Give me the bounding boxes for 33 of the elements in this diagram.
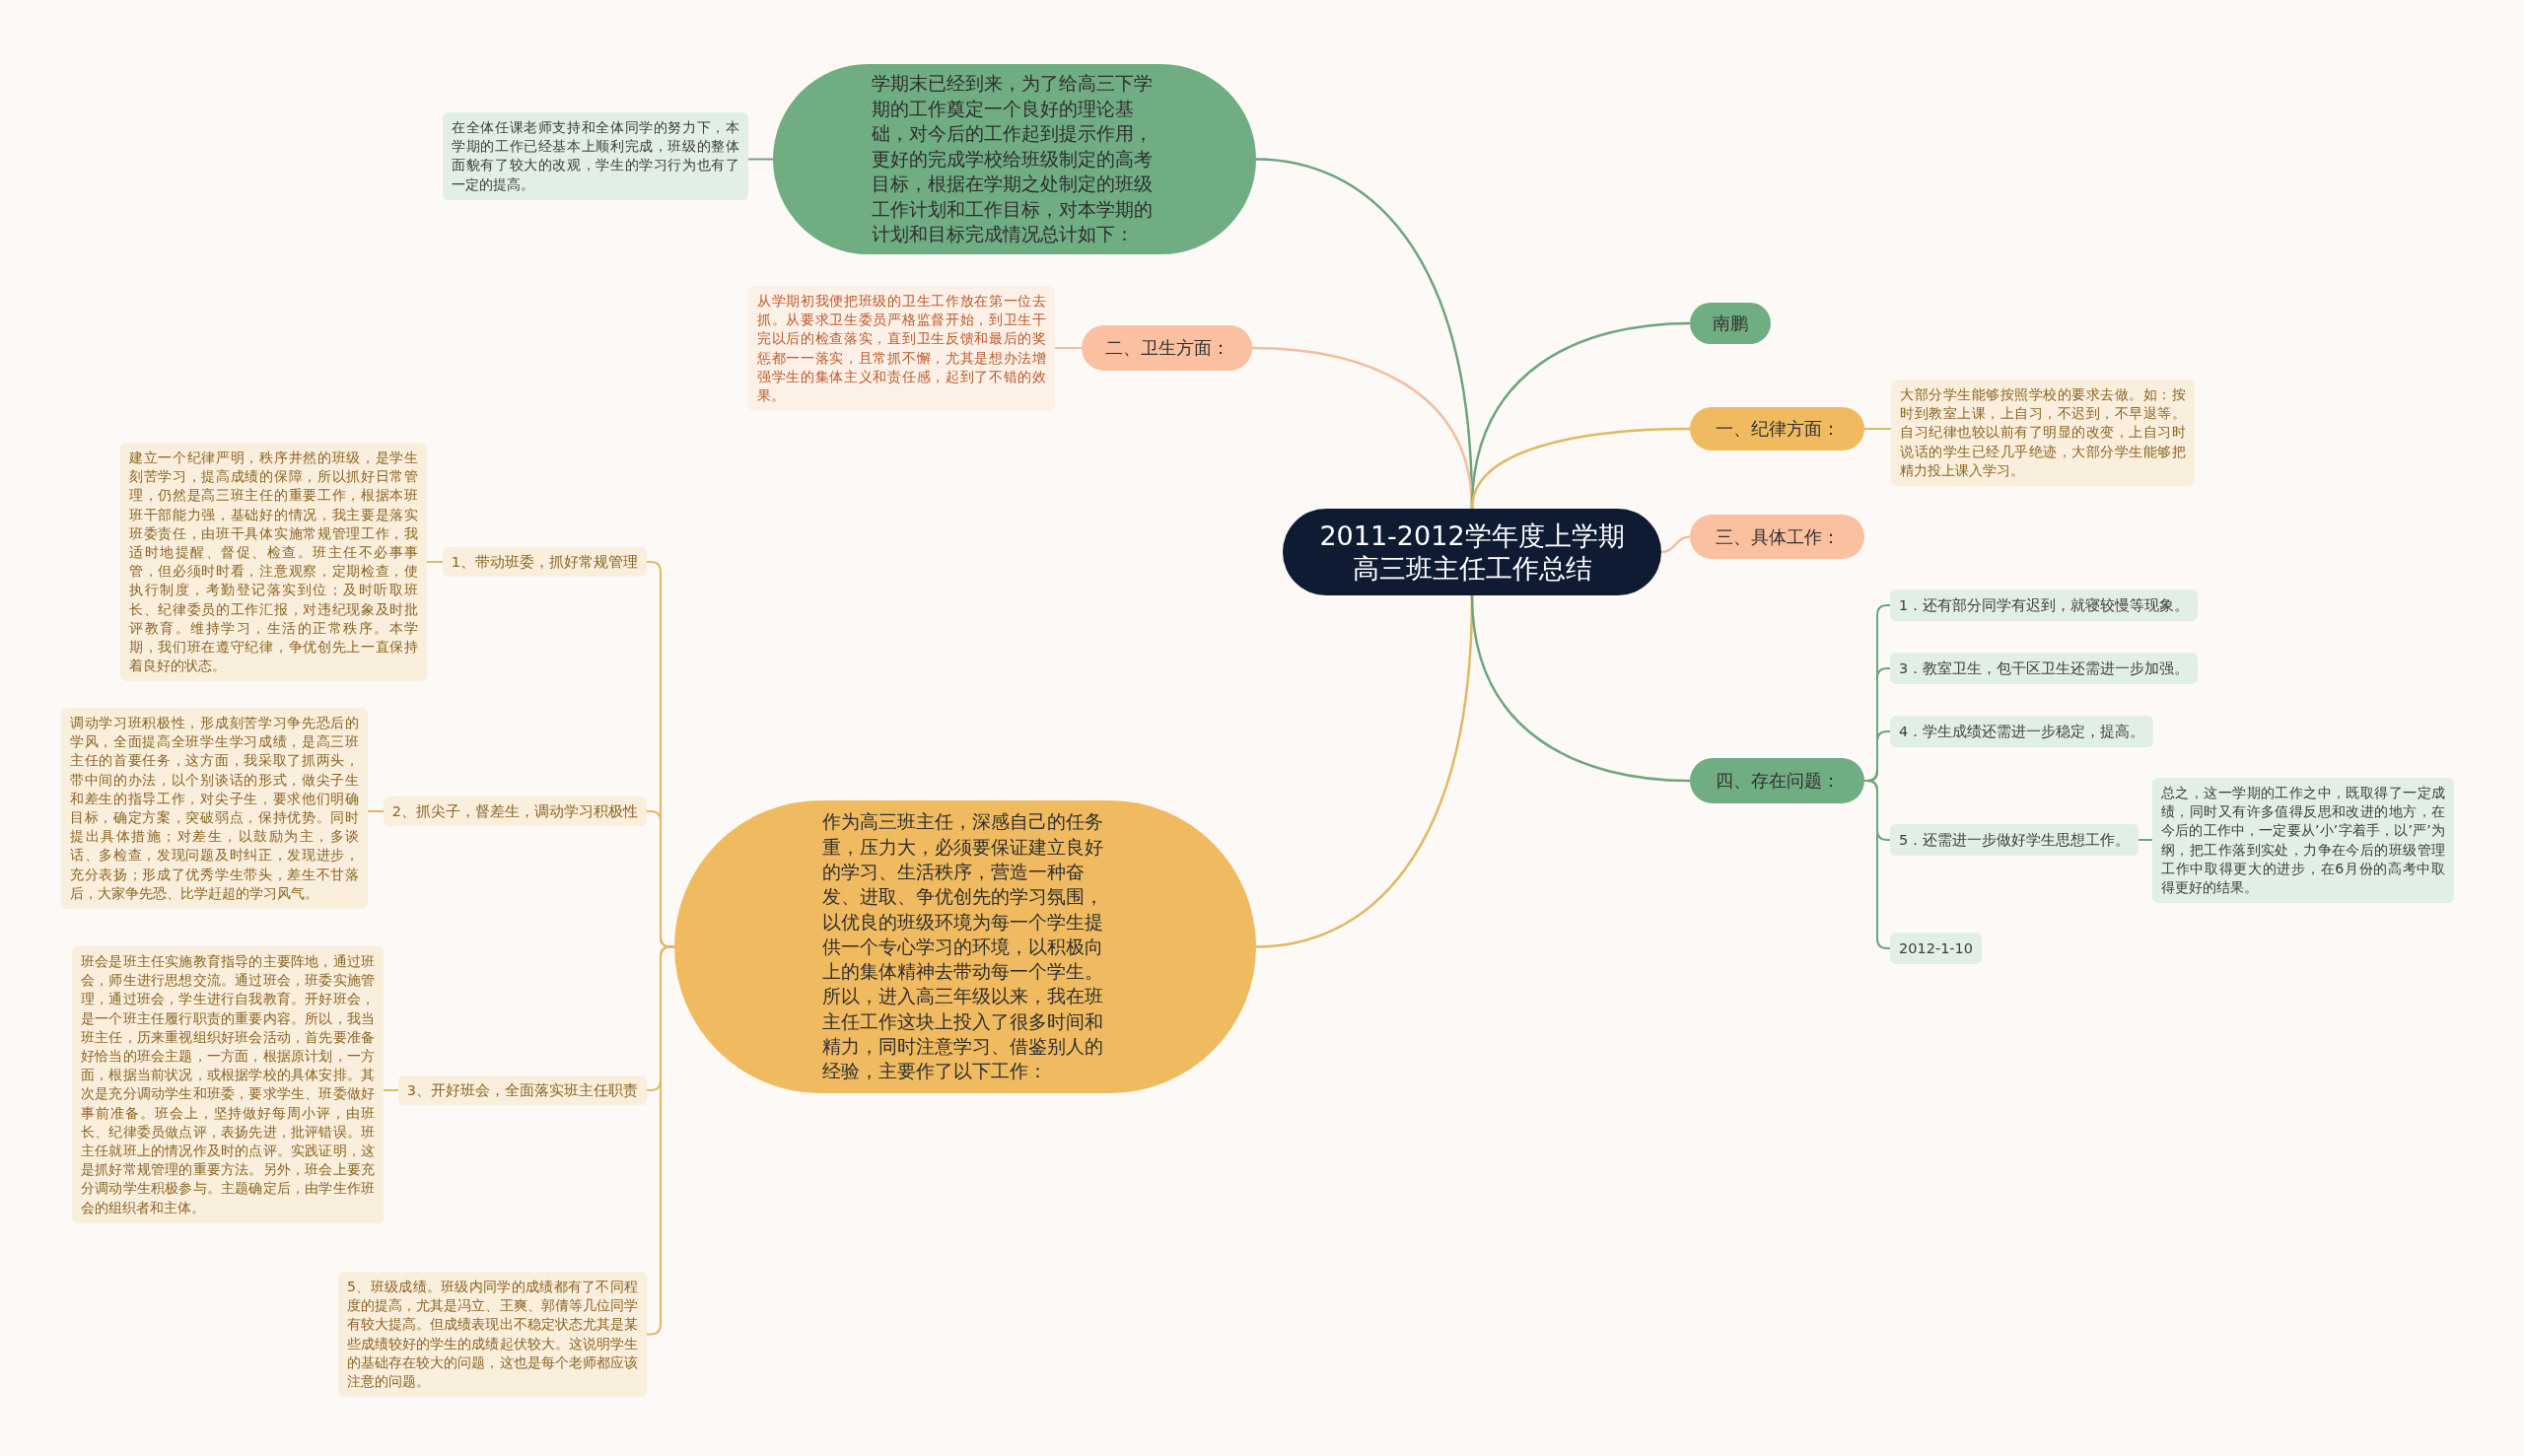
subtopic-box: 2、抓尖子，督差生，调动学习积极性 (383, 797, 647, 826)
branch-line (646, 945, 675, 1336)
subtopic-box: 5．还需进一步做好学生思想工作。 (1890, 824, 2139, 856)
note-box: 从学期初我便把班级的卫生工作放在第一位去抓。从要求卫生委员严格监督开始，到卫生干完以后的检查落实，直到卫生反馈和最后的奖惩都一一落实，且常抓不懈，尤其是想办法增强学生的集体主义和责任感，起到了不错的效果。 (748, 286, 1055, 412)
note-box: 大部分学生能够按照学校的要求去做。如：按时到教室上课，上自习，不迟到，不早退等。自习纪律也较以前有了明显的改变，上自习时说话的学生已经几乎绝迹，大部分学生能够把精力投上课入学习。 (1891, 380, 2195, 486)
note-box: 5、班级成绩。班级内同学的成绩都有了不同程度的提高，尤其是冯立、王爽、郭倩等几位同学有较大提高。但成绩表现出不稳定状态尤其是某些成绩较好的学生的成绩起伏较大。这说明学生的基础存在较大的问题，这也是每个老师都应该注意的问题。 (338, 1272, 647, 1398)
branch-line (426, 561, 444, 563)
branch-line (383, 1089, 399, 1091)
branch-line (747, 158, 774, 161)
note-box: 在全体任课老师支持和全体同学的努力下，本学期的工作已经基本上顺利完成，班级的整体面貌有了较大的改观，学生的学习行为也有了一定的提高。 (443, 112, 748, 200)
topic-pill: 一、纪律方面： (1690, 407, 1864, 451)
branch-line (1054, 347, 1083, 349)
date-box: 2012-1-10 (1890, 933, 1983, 964)
branch-line (1470, 427, 1691, 510)
branch-line (367, 810, 385, 812)
note-box: 班会是班主任实施教育指导的主要阵地，通过班会，师生进行思想交流。通过班会，班委实施管理，通过班会，学生进行自我教育。开好班会，是一个班主任履行职责的重要内容。所以，我当班主任，历来重视组织好班会活动，首先要准备好恰当的班会主题，一方面，根据原计划，一方面，根据当前状况，或根据学校的具体安排。其次是充分调动学生和班委，要求学生、班委做好事前准备。班会上，坚持做好每周小评，由班长、纪律委员做点评，表扬先进，批评错误。班主任就班上的情况作及时的点评。实践证明，这是抓好常规管理的重要方法。另外，班会上要充分调动学生积极参与。主题确定后，由学生作班会的组织者和主体。 (72, 946, 384, 1223)
note-box: 调动学习班积极性，形成刻苦学习争先恐后的学风，全面提高全班学生学习成绩，是高三班主任的首要任务，这方面，我采取了抓两头，带中间的办法，以个别谈话的形式，做尖子生和差生的指导工作，对尖子生，要求他们明确目标，确定方案，突破弱点，保持优势。同时提出具体措施；对差生，以鼓励为主，多谈话、多检查，发现问题及时纠正，发现进步，充分表扬；形成了优秀学生带头，差生不甘落后，大家争先恐、比学赶超的学习风气。 (61, 708, 368, 910)
central-topic: 2011-2012学年度上学期高三班主任工作总结 (1283, 509, 1661, 595)
topic-pill: 三、具体工作： (1690, 515, 1864, 559)
branch-line (2138, 839, 2153, 841)
subtopic-box: 3、开好班会，全面落实班主任职责 (397, 1075, 647, 1105)
branch-line (1863, 428, 1892, 430)
subtopic-box: 4．学生成绩还需进一步稳定，提高。 (1890, 716, 2154, 747)
topic-pill: 二、卫生方面： (1082, 325, 1252, 371)
subtopic-box: 1．还有部分同学有迟到，就寝较慢等现象。 (1890, 589, 2199, 621)
note-box: 总之，这一学期的工作之中，既取得了一定成绩，同时又有许多值得反思和改进的地方，在今后的工作中，一定要从’小’字着手，以’严’为纲，把工作落到实处，力争在今后的班级管理工作中取得更大的进步，在6月份的高考中取得更好的结果。 (2152, 778, 2454, 904)
topic-pill: 四、存在问题： (1690, 758, 1864, 803)
note-box: 建立一个纪律严明，秩序井然的班级，是学生刻苦学习，提高成绩的保障，所以抓好日常管理，仍然是高三班主任的重要工作，根据本班班干部能力强，基础好的情况，我主要是落实班委责任，由班干具体实施常规管理工作，我适时地提醒、督促、检查。班主任不必事事管，但必须时时看，注意观察，定期检查，使执行制度，考勤登记落实到位；及时听取班长、纪律委员的工作汇报，对违纪现象及时批评教育。维持学习，生活的正常秩序。本学期，我们班在遵守纪律，争优创先上一直保持着良好的状态。 (120, 443, 427, 682)
branch-line (1470, 594, 1691, 783)
subtopic-box: 1、带动班委，抓好常规管理 (442, 547, 647, 577)
topic-pill: 南鹏 (1690, 303, 1771, 344)
branch-line (1660, 535, 1691, 554)
subtopic-box: 3．教室卫生，包干区卫生还需进一步加强。 (1890, 653, 2199, 684)
